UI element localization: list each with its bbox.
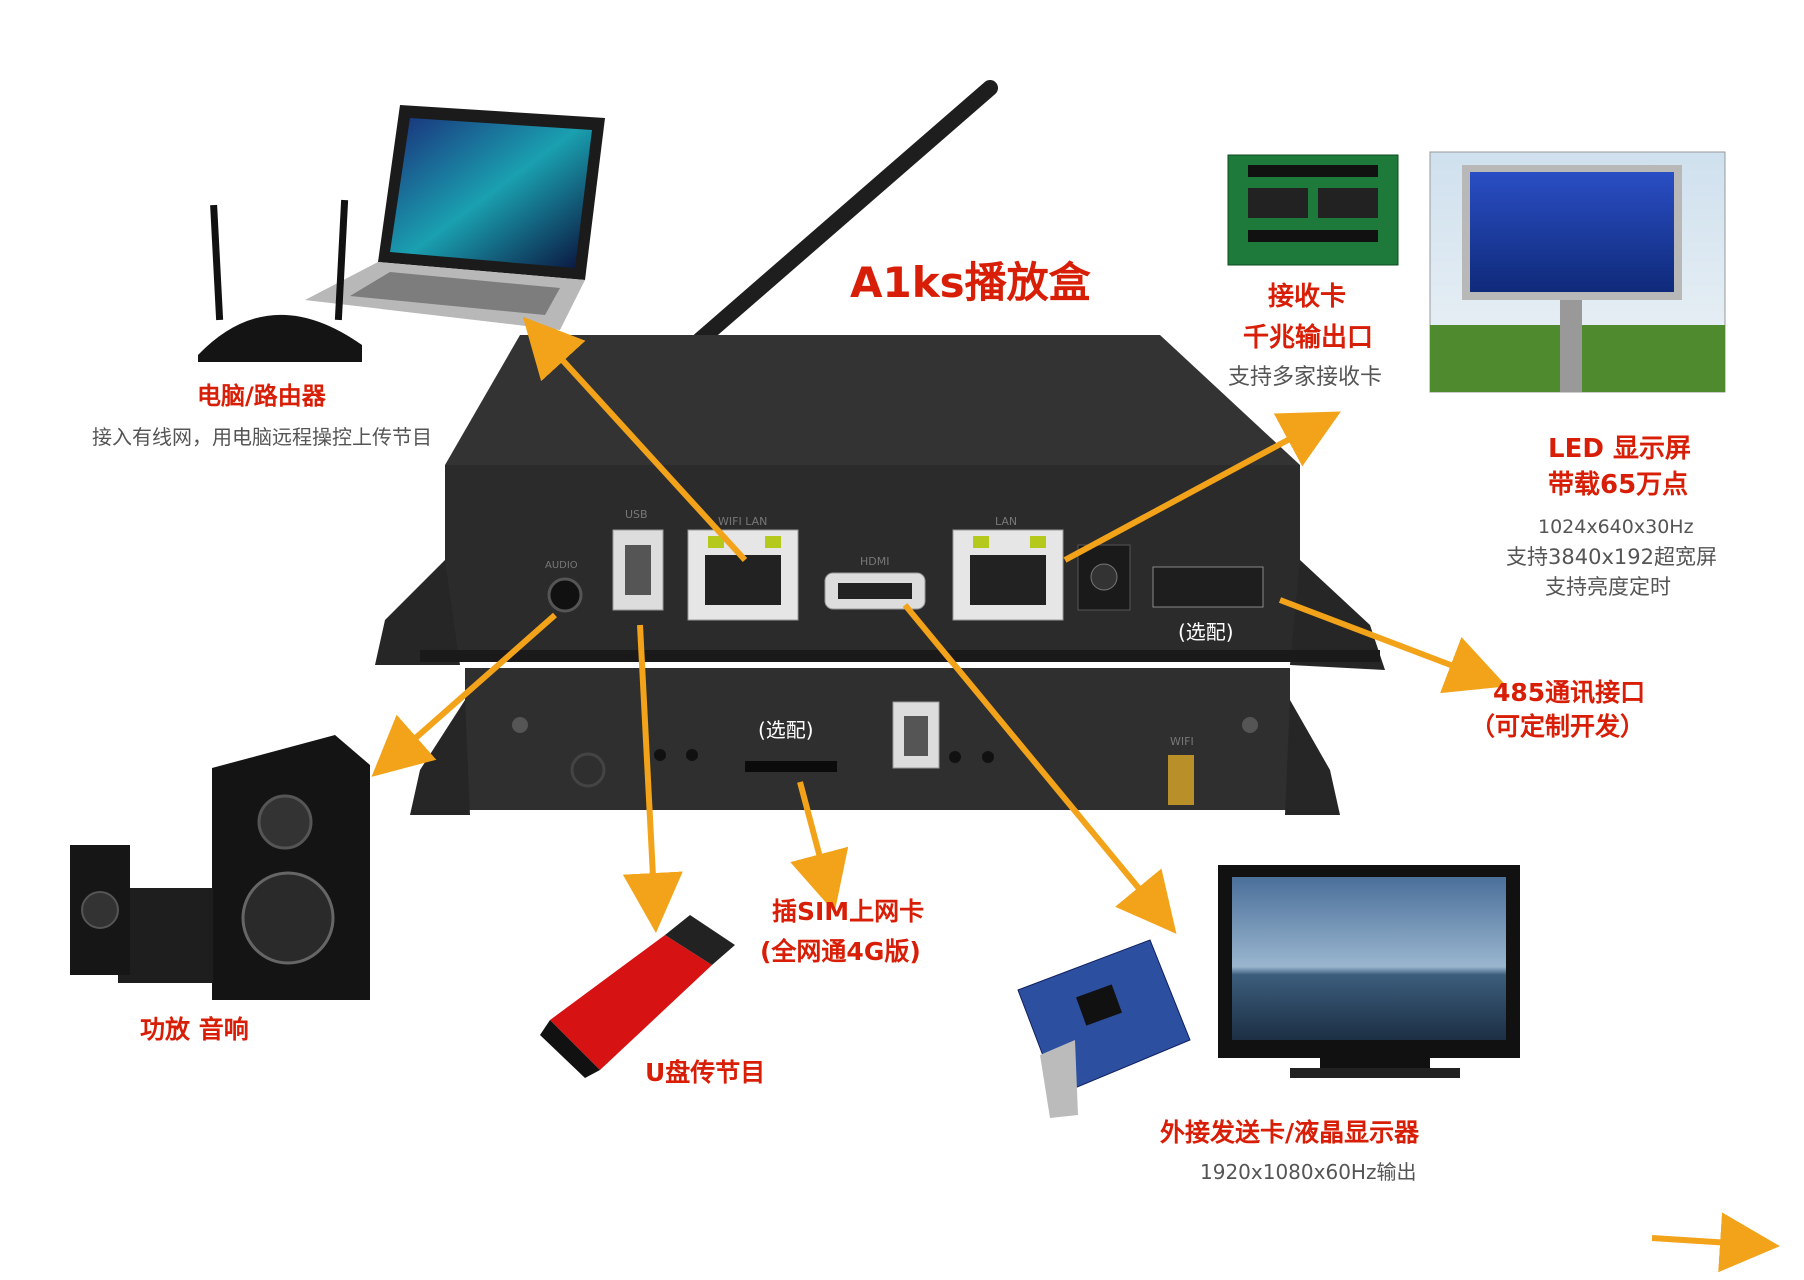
audio-title: 功放 音响: [140, 1015, 249, 1044]
usb-port-label: USB: [625, 508, 648, 521]
led-desc3: 支持亮度定时: [1545, 575, 1671, 599]
receiver-desc: 支持多家接收卡: [1228, 365, 1383, 390]
led-line1: LED 显示屏: [1548, 434, 1691, 464]
rs485-port: [1152, 566, 1264, 608]
computer-title: 电脑/路由器: [197, 382, 326, 410]
arrow-to-sender: [902, 603, 1177, 934]
page-title: A1ks播放盒: [850, 258, 1091, 307]
legend-arrow: [1651, 1212, 1780, 1273]
sending-card-icon: [1017, 939, 1191, 1118]
arrow-to-usb-drive: [622, 624, 683, 933]
computer-desc: 接入有线网，用电脑远程操控上传节目: [92, 425, 432, 449]
sim-line1: 插SIM上网卡: [772, 897, 925, 926]
speaker-icon: [70, 735, 370, 1000]
rs485-optional-label: (选配): [1178, 620, 1234, 644]
rs485-line2: （可定制开发）: [1470, 712, 1646, 741]
arrow-to-computer: [522, 316, 748, 563]
sim-slot: [745, 761, 837, 772]
hdmi-port-label: HDMI: [860, 555, 890, 568]
antenna: [692, 80, 998, 348]
usb-title: U盘传节目: [645, 1058, 766, 1087]
player-box-upper: [375, 335, 1385, 670]
led-display-icon: [1429, 151, 1726, 393]
arrow-to-sim: [790, 781, 849, 913]
lan2-port-label: LAN: [995, 515, 1018, 528]
laptop-icon: [305, 105, 605, 330]
lcd-monitor-icon: [1218, 865, 1520, 1078]
audio-port: [547, 577, 583, 613]
arrows: [371, 316, 1780, 1273]
arrow-to-485: [1278, 597, 1507, 694]
led-desc1: 1024x640x30Hz: [1538, 516, 1694, 538]
led-line2: 带载65万点: [1548, 470, 1689, 500]
arrow-to-audio: [371, 612, 557, 777]
sim-optional-label: (选配): [758, 718, 814, 742]
led-desc2: 支持3840x192超宽屏: [1506, 545, 1717, 569]
sender-desc: 1920x1080x60Hz输出: [1200, 1160, 1417, 1184]
router-icon: [198, 199, 362, 362]
arrow-to-receiver: [1063, 411, 1341, 563]
sim-line2: (全网通4G版): [760, 937, 921, 966]
receiver-line1: 接收卡: [1268, 282, 1347, 312]
usb-drive-icon: [540, 915, 735, 1078]
rs485-line1: 485通讯接口: [1493, 678, 1646, 707]
player-box-lower: [410, 668, 1340, 815]
lan1-port-label: WIFI LAN: [718, 515, 768, 528]
sender-title: 外接发送卡/液晶显示器: [1160, 1118, 1420, 1147]
wifi-connector-label: WIFI: [1170, 735, 1194, 748]
receiver-card-icon: [1227, 154, 1399, 266]
receiver-line2: 千兆输出口: [1243, 323, 1374, 353]
audio-port-label: AUDIO: [545, 560, 578, 571]
wifi-connector: [1168, 755, 1194, 805]
